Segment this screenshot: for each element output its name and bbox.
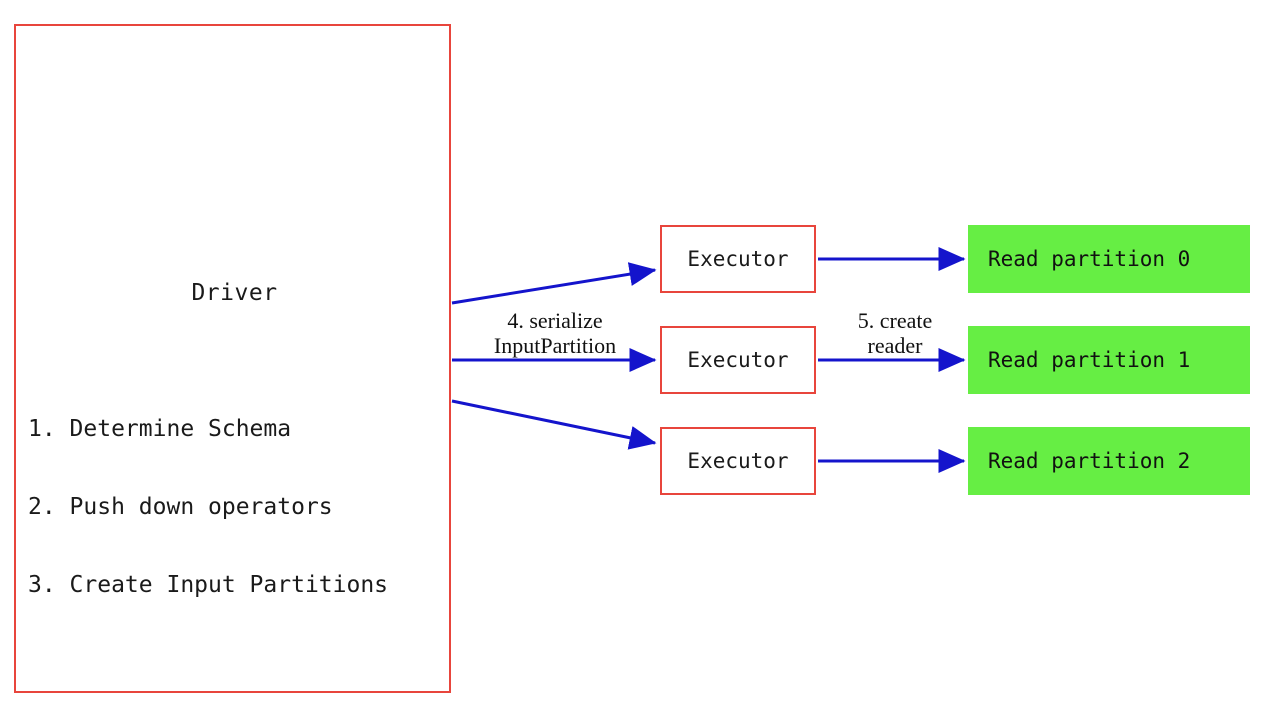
partition-box-2: Read partition 2 [968,427,1250,495]
arrow-driver-to-executor-2 [451,399,657,450]
executor-box-2: Executor [660,427,816,495]
driver-box: Driver 1. Determine Schema 2. Push down … [14,24,451,693]
edge-label-create-reader: 5. create reader [820,308,970,358]
driver-step-1: 1. Determine Schema [28,416,292,442]
executor-box-0: Executor [660,225,816,293]
edge-label-create-reader-line2: reader [867,333,923,358]
executor-label-1: Executor [687,348,789,372]
driver-step-2: 2. Push down operators [28,494,333,520]
driver-steps-list: 1. Determine Schema 2. Push down operato… [28,364,453,650]
edge-label-serialize-line2: InputPartition [493,333,617,358]
partition-label-2: Read partition 2 [988,449,1191,473]
partition-box-0: Read partition 0 [968,225,1250,293]
edge-label-create-reader-line1: 5. create [857,308,933,333]
driver-title: Driver [191,280,278,306]
partition-box-1: Read partition 1 [968,326,1250,394]
partition-label-0: Read partition 0 [988,247,1191,271]
executor-label-2: Executor [687,449,789,473]
edge-label-serialize: 4. serialize InputPartition [455,308,655,358]
driver-step-3: 3. Create Input Partitions [28,572,389,598]
executor-label-0: Executor [687,247,789,271]
partition-label-1: Read partition 1 [988,348,1191,372]
edge-label-serialize-line1: 4. serialize [507,308,603,333]
arrow-driver-to-executor-0 [451,262,657,305]
executor-box-1: Executor [660,326,816,394]
